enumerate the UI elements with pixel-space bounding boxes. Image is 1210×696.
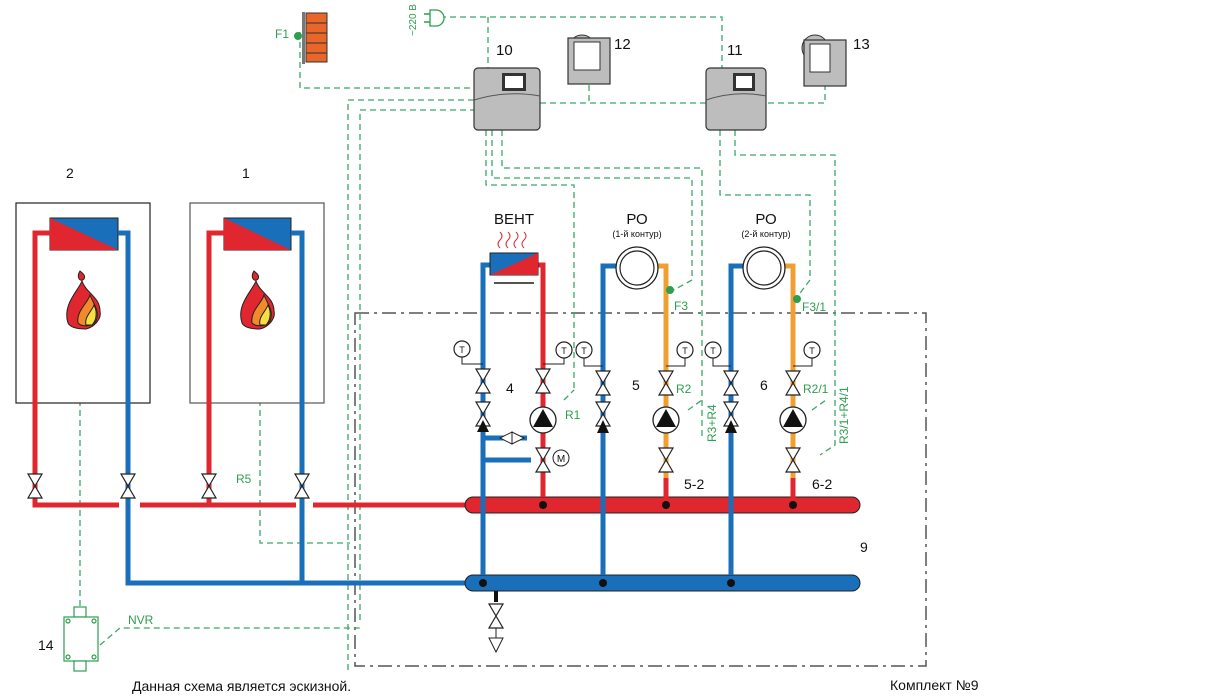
sensor-f3[interactable] [666, 286, 674, 294]
sensor-nvr-label: NVR [128, 613, 154, 627]
ro2-title: РО [755, 211, 776, 228]
drain-valve[interactable] [488, 603, 504, 629]
circuit-4: M T T [453, 231, 573, 587]
flame-icon [66, 270, 101, 330]
boiler-2-label: 2 [66, 165, 74, 181]
sensor-f1-label: F1 [275, 27, 289, 41]
heat-waves-icon [497, 231, 527, 249]
flame-icon [240, 270, 275, 330]
radiator-circuit-1[interactable] [615, 246, 659, 290]
junction-box-14[interactable] [63, 606, 99, 672]
return-manifold[interactable] [464, 574, 861, 592]
motor-actuator[interactable] [552, 449, 570, 467]
mixing-valve[interactable] [535, 447, 551, 473]
thermometer-label: T [809, 346, 815, 356]
thermometer-label: T [581, 346, 587, 356]
controller-10-label: 10 [496, 42, 513, 59]
shutoff-valve[interactable] [658, 370, 674, 396]
shutoff-valve[interactable] [785, 370, 801, 396]
junction-box-14-label: 14 [38, 637, 54, 653]
sensor-r1-label: R1 [565, 408, 581, 422]
thermometer-label: T [561, 346, 567, 356]
shutoff-valve[interactable] [201, 473, 217, 499]
kit-label: Комплект №9 [890, 677, 979, 693]
circuit-4-label: 4 [506, 380, 514, 396]
ro1-title: РО [626, 211, 647, 228]
pump-r1[interactable] [529, 406, 557, 434]
radiator-circuit-2[interactable] [742, 246, 786, 290]
sensor-f3-label: F3 [674, 299, 688, 313]
shutoff-valve[interactable] [658, 447, 674, 473]
shutoff-valve[interactable] [475, 368, 491, 394]
room-unit-12[interactable] [567, 34, 611, 85]
shutoff-valve[interactable] [723, 370, 739, 396]
boiler-2[interactable] [15, 202, 151, 470]
room-unit-13-label: 13 [853, 36, 870, 53]
control-wiring [79, 16, 836, 670]
boiler-1[interactable] [189, 202, 325, 470]
vent-title: ВЕНТ [494, 211, 534, 228]
controller-11[interactable] [705, 67, 767, 131]
circuit-5-2-label: 5-2 [684, 476, 704, 492]
sensor-r5-label: R5 [236, 472, 252, 486]
shutoff-valve[interactable] [595, 370, 611, 396]
shutoff-valve[interactable] [785, 447, 801, 473]
circuit-6-2-label: 6-2 [812, 476, 832, 492]
thermometer-label: T [459, 345, 465, 355]
circuit-5-label: 5 [632, 377, 640, 393]
ro1-subtitle: (1-й контур) [612, 229, 661, 239]
sensor-r2-label: R2 [676, 382, 692, 396]
power-plug-icon [424, 9, 445, 27]
return-main-pipe [125, 470, 468, 586]
shutoff-valve[interactable] [120, 473, 136, 499]
sensor-r3-r4-label: R3+R4 [705, 404, 719, 442]
sensor-f3-1[interactable] [793, 295, 801, 303]
thermometer-label: T [710, 346, 716, 356]
kit-boundary-frame [354, 312, 927, 667]
shutoff-valve[interactable] [27, 473, 43, 499]
ro2-subtitle: (2-й контур) [741, 229, 790, 239]
sketch-note: Данная схема является эскизной. [132, 678, 351, 694]
manifold-9-label: 9 [860, 539, 868, 555]
motor-label: M [557, 454, 565, 465]
outdoor-sensor-f1[interactable] [294, 12, 328, 64]
circuit-6: T T [704, 246, 821, 587]
supply-main-pipe [32, 470, 468, 508]
boiler-1-label: 1 [242, 165, 250, 181]
circuit-5: T T [575, 246, 694, 587]
sensor-f3-1-label: F3/1 [802, 300, 826, 314]
sensor-r3-1-r4-1-label: R3/1+R4/1 [837, 386, 851, 444]
shutoff-valve[interactable] [535, 368, 551, 394]
controller-11-label: 11 [727, 42, 743, 59]
room-unit-12-label: 12 [614, 36, 631, 53]
power-label: ~220 В [408, 4, 419, 36]
room-unit-13[interactable] [801, 34, 847, 87]
sensor-r2-1-label: R2/1 [803, 382, 829, 396]
pump-r2-1[interactable] [779, 406, 807, 434]
shutoff-valve[interactable] [294, 473, 310, 499]
thermometer-label: T [682, 346, 688, 356]
circuit-6-label: 6 [760, 377, 768, 393]
pump-r2[interactable] [652, 406, 680, 434]
controller-10[interactable] [473, 67, 541, 131]
